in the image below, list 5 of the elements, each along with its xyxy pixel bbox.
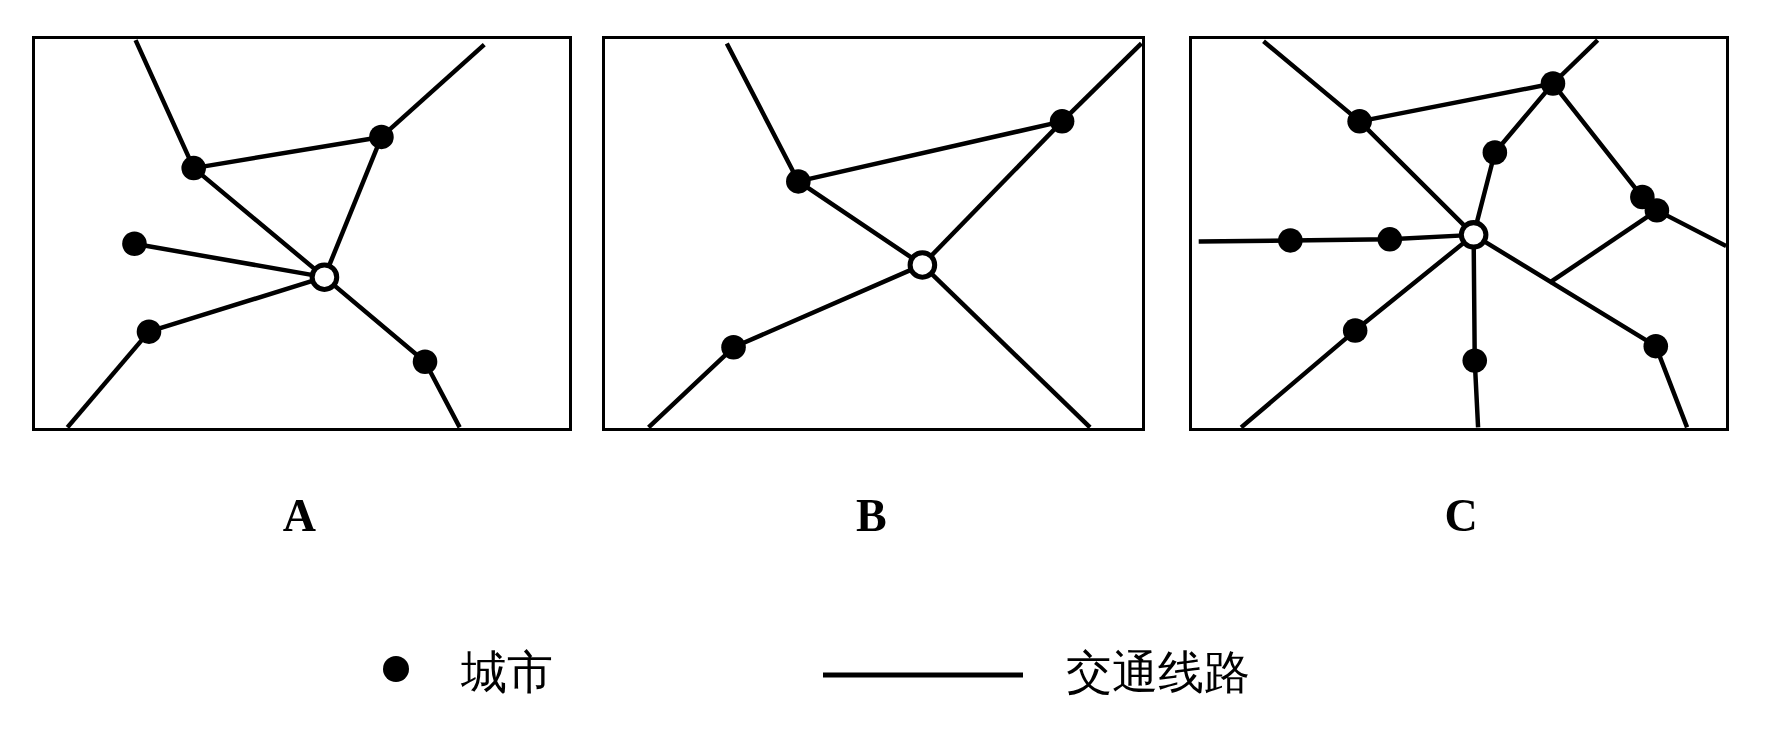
panel-label: C	[1444, 492, 1478, 539]
legend-label: 交通线路	[1065, 648, 1250, 695]
panel-label: B	[855, 492, 887, 539]
legend-label: 城市	[461, 648, 554, 695]
panel-label: A	[282, 492, 317, 539]
